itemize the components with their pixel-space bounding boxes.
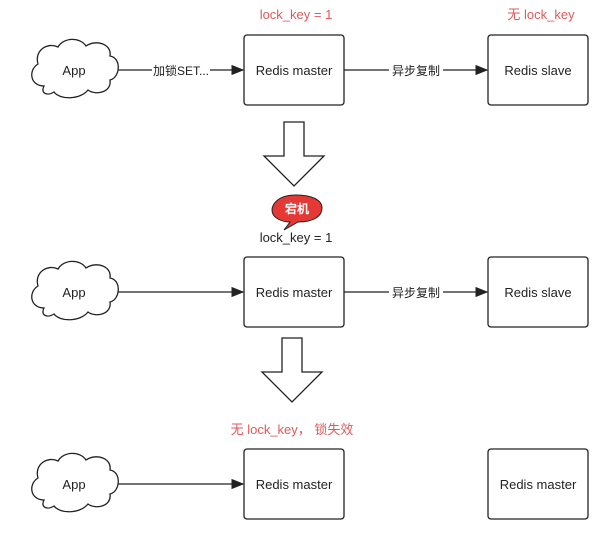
transition-arrow-down xyxy=(260,337,324,403)
transition-arrow-down xyxy=(262,121,326,187)
replication-label: 异步复制 xyxy=(392,64,440,78)
app-label: App xyxy=(62,477,85,492)
redis-master-label: Redis master xyxy=(256,477,333,492)
redis-slave-label: Redis slave xyxy=(504,285,571,300)
master-lock-note: lock_key = 1 xyxy=(260,7,333,22)
app-cloud xyxy=(31,260,119,321)
app-label: App xyxy=(62,63,85,78)
promoted-redis-master-label: Redis master xyxy=(500,477,577,492)
redis-slave-node xyxy=(487,256,589,328)
app-label: App xyxy=(62,285,85,300)
redis-master-label: Redis master xyxy=(256,285,333,300)
lock-set-label: 加锁SET... xyxy=(153,63,209,78)
app-cloud xyxy=(31,452,119,513)
lock-lost-note: 无 lock_key， 锁失效 xyxy=(231,422,354,437)
replication-label: 异步复制 xyxy=(392,286,440,300)
crash-badge xyxy=(271,194,323,231)
promoted-redis-master-node xyxy=(487,448,589,520)
edge-label-bg xyxy=(389,284,443,300)
slave-no-lock-note: 无 lock_key xyxy=(507,7,575,22)
edge-label-bg xyxy=(389,62,443,78)
crash-badge-label: 宕机 xyxy=(285,201,309,216)
app-cloud xyxy=(31,38,119,99)
redis-master-label: Redis master xyxy=(256,63,333,78)
redis-slave-label: Redis slave xyxy=(504,63,571,78)
edge-label-bg xyxy=(152,62,210,78)
redis-slave-node xyxy=(487,34,589,106)
master-lock-note: lock_key = 1 xyxy=(260,230,333,245)
redis-master-node xyxy=(243,448,345,520)
